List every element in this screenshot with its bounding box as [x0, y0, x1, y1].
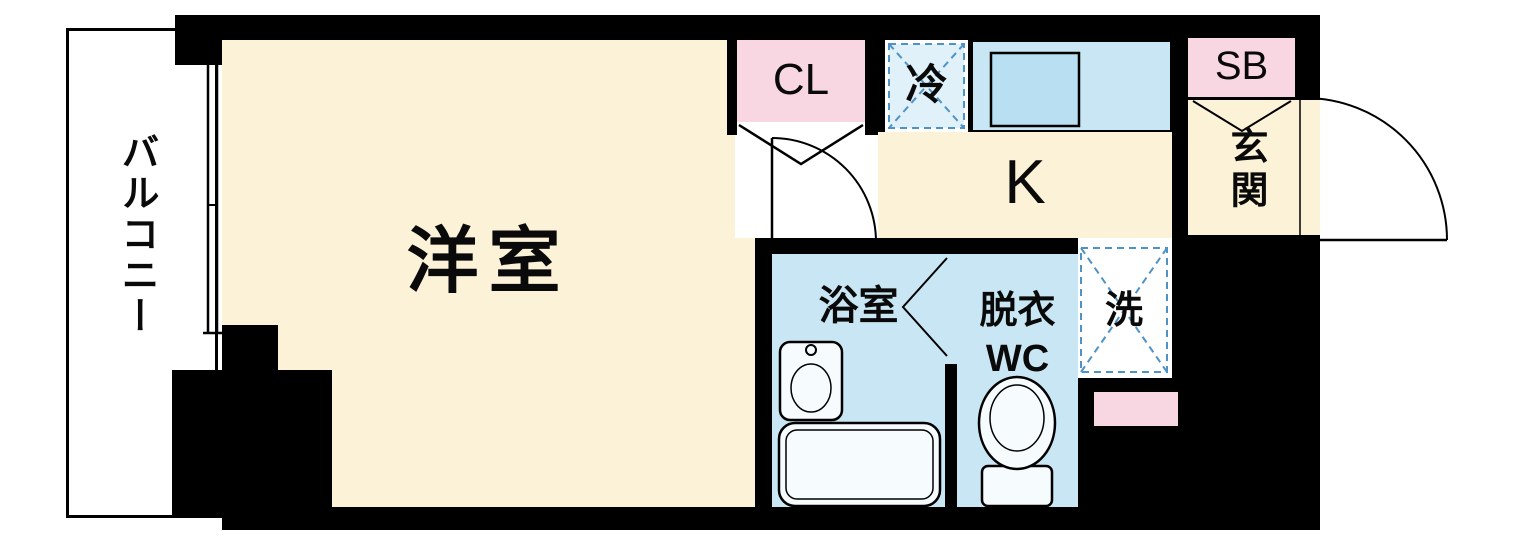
kitchen-counter: [971, 40, 1172, 132]
entrance-door-arc: [1299, 97, 1448, 242]
dressing-label-line2: WC: [985, 337, 1050, 380]
dressing-wc-label: 脱衣 WC: [957, 288, 1078, 383]
shoebox-label: SB: [1214, 44, 1269, 88]
dressing-label-line1: 脱衣: [979, 290, 1056, 332]
kitchen-label: K: [1004, 148, 1046, 217]
closet-left-wall: [727, 40, 737, 135]
western-room-label: 洋室: [406, 222, 571, 302]
room-closet: [737, 40, 865, 122]
pillar-main: [172, 370, 332, 518]
washer-label: 洗: [1104, 290, 1143, 332]
bathroom-label: 浴室: [818, 284, 899, 328]
bathroom-door-opening: [945, 254, 957, 364]
fridge-side-wall: [865, 40, 885, 135]
door-swing-area: [735, 122, 878, 238]
wall-top-left: [175, 15, 222, 65]
fridge-label: 冷: [905, 61, 948, 108]
entrance-label: 玄関: [1224, 126, 1266, 214]
room-kitchen: [878, 132, 1172, 238]
closet-label: CL: [772, 55, 830, 104]
wc-shelf: [1092, 390, 1180, 428]
balcony-label: バルコニー: [115, 132, 157, 337]
room-balcony: [66, 28, 218, 518]
pillar-step: [222, 325, 278, 372]
room-shoebox: [1188, 38, 1295, 97]
